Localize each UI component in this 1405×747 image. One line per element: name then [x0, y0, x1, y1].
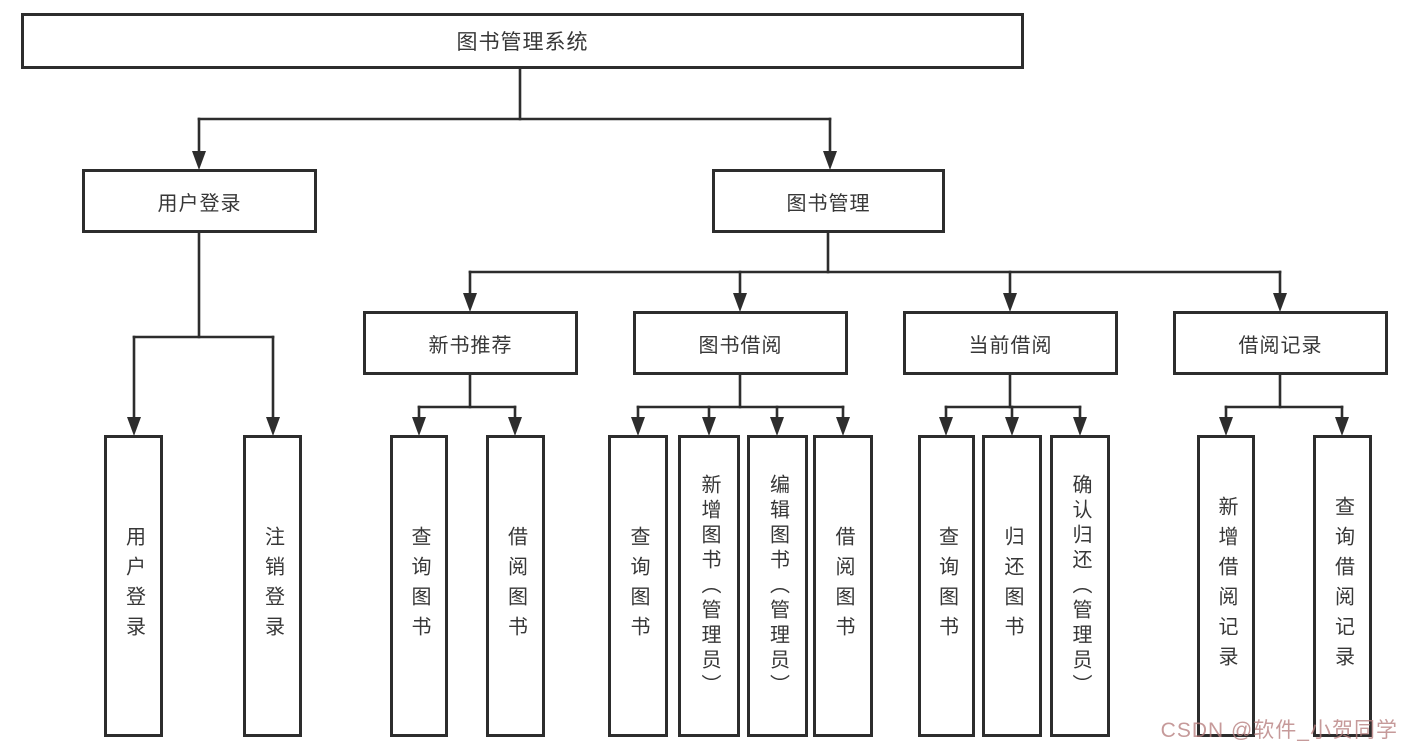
- node-book-borrow: 图书借阅: [633, 311, 848, 375]
- node-borrow-record-label: 借阅记录: [1238, 334, 1323, 357]
- connector-book-borrow-branch: [631, 373, 850, 436]
- connector-user-login-branch: [127, 231, 280, 436]
- node-new-book-rec-label: 新书推荐: [428, 334, 513, 357]
- leaf-current-confirm-return-admin: 确认归还（管理员）: [1050, 435, 1110, 737]
- node-user-login-label: 用户登录: [157, 192, 242, 215]
- leaf-logout: 注销登录: [243, 435, 302, 737]
- leaf-borrow-edit-book-admin: 编辑图书（管理员）: [747, 435, 808, 737]
- leaf-newrec-borrow-book: 借阅图书: [486, 435, 545, 737]
- leaf-borrow-add-book-admin: 新增图书（管理员）: [678, 435, 740, 737]
- connector-current-borrow-branch: [939, 373, 1087, 436]
- node-borrow-record: 借阅记录: [1173, 311, 1388, 375]
- leaf-record-query-record: 查询借阅记录: [1313, 435, 1372, 737]
- connector-root-to-level2: [192, 67, 837, 170]
- leaf-current-query-book: 查询图书: [918, 435, 975, 737]
- connector-new-rec-branch: [412, 373, 522, 436]
- node-book-mgmt: 图书管理: [712, 169, 945, 233]
- node-user-login: 用户登录: [82, 169, 317, 233]
- leaf-current-return-book: 归还图书: [982, 435, 1042, 737]
- node-current-borrow: 当前借阅: [903, 311, 1118, 375]
- node-book-mgmt-label: 图书管理: [786, 192, 871, 215]
- leaf-newrec-query-book: 查询图书: [390, 435, 448, 737]
- leaf-borrow-query-book: 查询图书: [608, 435, 668, 737]
- leaf-borrow-borrow-book: 借阅图书: [813, 435, 873, 737]
- connector-book-mgmt-branch: [463, 231, 1287, 312]
- node-new-book-rec: 新书推荐: [363, 311, 578, 375]
- leaf-record-add-record: 新增借阅记录: [1197, 435, 1255, 737]
- node-root-label: 图书管理系统: [456, 31, 589, 54]
- node-book-borrow-label: 图书借阅: [698, 334, 783, 357]
- leaf-user-login: 用户登录: [104, 435, 163, 737]
- connector-borrow-record-branch: [1219, 373, 1349, 436]
- node-root: 图书管理系统: [21, 13, 1024, 69]
- node-current-borrow-label: 当前借阅: [968, 334, 1053, 357]
- csdn-watermark: CSDN @软件_小贺同学: [1160, 719, 1398, 742]
